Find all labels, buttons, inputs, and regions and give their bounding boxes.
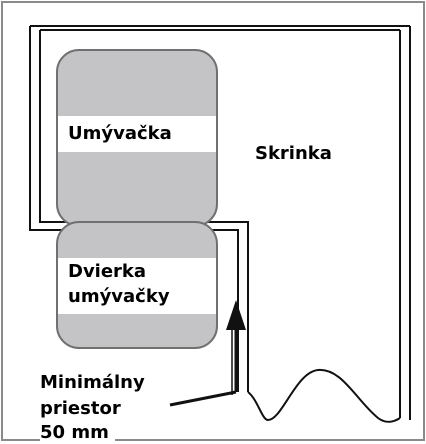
dishwasher-label: Umývačka xyxy=(58,116,216,152)
door-swing-curve xyxy=(247,368,401,423)
cabinet-label: Skrinka xyxy=(255,143,332,164)
cabinet-top xyxy=(30,25,410,31)
cabinet-right-side xyxy=(399,26,411,420)
min-space-label-line1: Minimálny xyxy=(40,372,151,394)
arrow-line xyxy=(169,330,238,407)
door-label-line1: Dvierka xyxy=(58,258,216,286)
min-space-label-line3: 50 mm xyxy=(40,422,115,444)
arrow-head xyxy=(226,300,246,330)
door-label-line2: umývačky xyxy=(58,284,216,314)
min-space-label-line2: priestor xyxy=(40,398,127,420)
